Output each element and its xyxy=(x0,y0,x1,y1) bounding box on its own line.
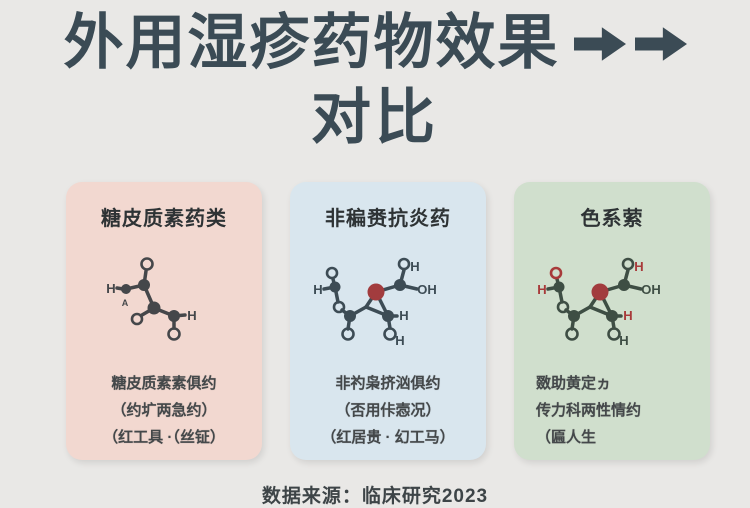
data-source-caption: 数据来源：临床研究2023 xyxy=(261,486,489,507)
bonds xyxy=(546,268,643,331)
caption-line: （红工具 ·（丝钲） xyxy=(103,429,225,446)
card-glucocorticoid: 糖皮质素药类 xyxy=(66,182,262,460)
atom-label-h: H xyxy=(187,308,196,323)
atom-label-oh: OH xyxy=(417,282,437,297)
red-oxygen-ring xyxy=(549,266,563,280)
title-arrows xyxy=(573,25,687,63)
central-red-atom xyxy=(367,283,385,301)
card-captions: 糖皮质素素俱约 （约圹两急约） （红工具 ·（丝钲） xyxy=(74,370,254,451)
caption-line: 传力科两性情约 xyxy=(536,402,642,419)
arrow-right-icon xyxy=(634,27,687,61)
oxygen-rings xyxy=(556,257,635,341)
card-nsaid: 非稨赉抗炎药 xyxy=(290,182,486,460)
atom-label-oh: OH xyxy=(641,282,661,297)
atom-labels: H H OH H H xyxy=(313,259,436,348)
atom-label-h: H xyxy=(410,259,419,274)
atom-label-a: A xyxy=(122,298,129,308)
caption-line: （否用佧悫况） xyxy=(335,402,441,419)
atom-balls xyxy=(121,279,180,322)
atom-label-h: H xyxy=(313,282,322,297)
caption-line: 非礿枭挤汹俱约 xyxy=(335,375,441,392)
arrow-right-icon xyxy=(573,27,626,61)
atom-label-h: H xyxy=(399,308,408,323)
atom-labels: OH H xyxy=(619,282,660,348)
title-text: 外用湿疹药物效果 xyxy=(63,9,560,76)
caption-line: （约圹两急约） xyxy=(111,402,217,419)
atom-label-h: H xyxy=(106,281,115,296)
caption-line: 糖皮质素素俱约 xyxy=(111,375,217,392)
oxygen-rings xyxy=(130,257,181,341)
atom-balls xyxy=(553,279,630,322)
atom-label-h: H xyxy=(537,282,546,297)
atom-label-h: H xyxy=(623,308,632,323)
red-atom-labels: H H H xyxy=(537,259,643,323)
bonds xyxy=(322,268,419,331)
card-captions: 非礿枭挤汹俱约 （否用佧悫况） （红居贵 · 幻工马） xyxy=(298,370,478,451)
caption-line: （匾人生 xyxy=(536,429,597,446)
atom-balls xyxy=(329,279,406,322)
caption-line: 敪助黄定ヵ xyxy=(536,375,612,392)
title-line2: 对比 xyxy=(311,84,439,151)
card-title: 糖皮质素药类 xyxy=(101,208,227,230)
bonds xyxy=(115,269,187,330)
comparison-cards: 糖皮质素药类 xyxy=(66,182,710,460)
central-red-atom xyxy=(591,283,609,301)
caption-line: （红居贵 · 幻工马） xyxy=(321,429,455,446)
atom-labels: H A H xyxy=(106,281,196,323)
card-title: 色系萦 xyxy=(580,208,644,230)
card-title: 非稨赉抗炎药 xyxy=(325,208,451,230)
oxygen-rings xyxy=(325,257,411,341)
card-third-drug: 色系萦 xyxy=(514,182,710,460)
atom-label-h: H xyxy=(395,333,404,348)
atom-label-h: H xyxy=(634,259,643,274)
card-captions: 敪助黄定ヵ 传力科两性情约 （匾人生 xyxy=(522,370,702,451)
atom-label-h: H xyxy=(619,333,628,348)
page-title: 外用湿疹药物效果 对比 xyxy=(0,0,750,148)
